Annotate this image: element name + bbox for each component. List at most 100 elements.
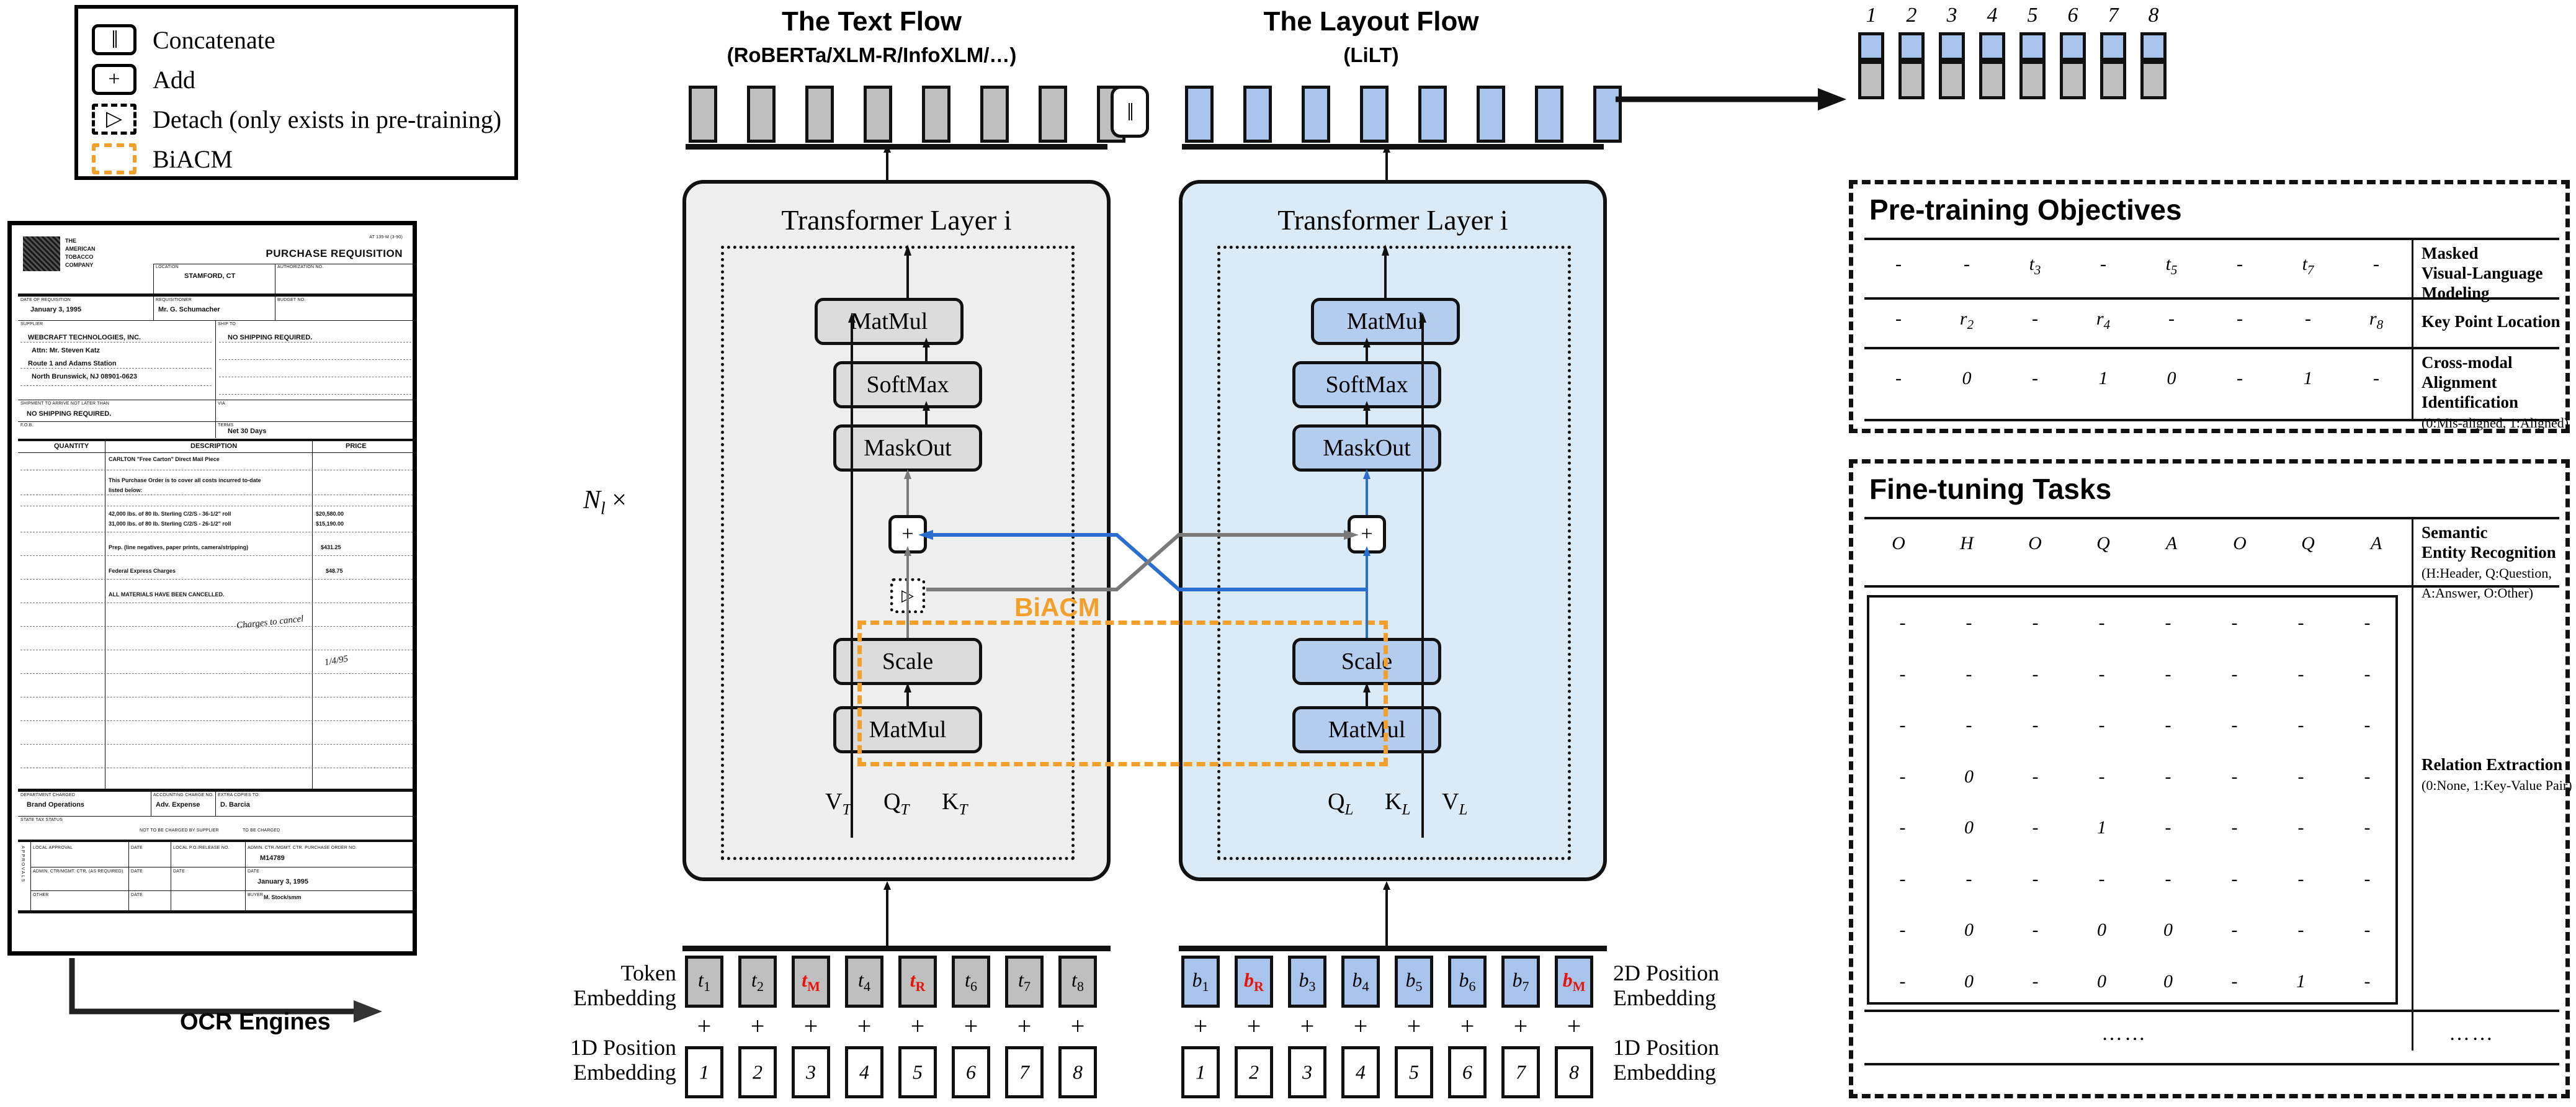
table-row-desc-5: Prep. (line negatives, paper prints, cam…	[109, 544, 249, 550]
re-cell: -	[1899, 868, 1906, 889]
biacm-icon	[92, 143, 136, 174]
layout-plus-sign: +	[1353, 1012, 1368, 1040]
re-cell: -	[2032, 817, 2039, 838]
re-cell: 0	[2097, 970, 2106, 992]
approval-right-2-label: DATE	[248, 869, 259, 874]
re-cell: -	[2032, 868, 2039, 889]
kpl-cell: -	[2237, 308, 2243, 329]
re-cell: -	[2165, 715, 2171, 736]
output-token-layout-part	[2060, 32, 2086, 61]
text-token-box-label: t8	[1071, 968, 1084, 995]
document-title: PURCHASE REQUISITION	[266, 248, 403, 259]
legend-item-biacm: BiACM	[92, 139, 514, 179]
re-cell: -	[2297, 766, 2304, 787]
re-cell: -	[2231, 766, 2238, 787]
concatenate-operator: ‖	[1111, 86, 1149, 138]
text-flow-title: The Text Flow	[781, 6, 962, 37]
company-line-3: TOBACCO	[65, 254, 94, 260]
layout-output-token	[1360, 86, 1389, 143]
label-ship-to: SHIP TO	[218, 322, 236, 326]
re-cell: 0	[1964, 766, 1974, 787]
pretraining-title: Pre-training Objectives	[1869, 194, 2182, 226]
table-row-desc-2: listed below:	[109, 487, 143, 493]
re-cell: -	[2364, 920, 2371, 941]
value-terms: Net 30 Days	[228, 428, 267, 435]
text-output-token	[864, 86, 892, 143]
label-state-tax-status: STATE TAX STATUS	[20, 818, 63, 822]
cmai-cell: -	[2237, 368, 2243, 388]
layout-plus-sign: +	[1460, 1012, 1475, 1040]
approval-row-1-date2: DATE	[173, 869, 185, 874]
kpl-cell: -	[2305, 308, 2311, 329]
value-accounting-charge-no: Adv. Expense	[156, 801, 200, 809]
re-name: Relation Extraction(0:None, 1:Key-Value …	[2422, 755, 2572, 793]
legend-item-add: + Add	[92, 60, 514, 99]
layout-flow-subtitle: (LiLT)	[1343, 43, 1399, 66]
layout-add-operator: +	[1348, 515, 1386, 554]
col-header-price: PRICE	[346, 442, 367, 450]
re-cell: 0	[1964, 920, 1974, 941]
layout-flow-output-bar	[1182, 144, 1604, 150]
output-token-text-part	[2060, 61, 2086, 99]
layout-plus-sign: +	[1300, 1012, 1315, 1040]
layout-flow-up-arrow	[1383, 144, 1390, 180]
kpl-name: Key Point Location	[2422, 312, 2560, 331]
cmai-cell: -	[2373, 368, 2379, 388]
approval-row-1-label: ADMIN. CTR/MGMT. CTR. (AS REQUIRED)	[33, 869, 123, 874]
mvlm-cell: -	[2237, 254, 2243, 274]
value-requisitioner: Mr. G. Schumacher	[158, 306, 220, 313]
label-accounting-charge-no: ACCOUNTING CHARGE NO.	[153, 793, 214, 797]
layout-position-box: 8	[1555, 1046, 1593, 1098]
layout-position-box-label: 5	[1409, 1060, 1419, 1083]
layout-k-label: KL	[1385, 789, 1411, 818]
kpl-cell: -	[1895, 308, 1902, 329]
approval-right-2-value: January 3, 1995	[257, 878, 308, 885]
approval-right-0-label: LOCAL P.O./RELEASE NO.	[173, 846, 230, 850]
ellipsis-left: ……	[2101, 1022, 2147, 1045]
re-cell: -	[2297, 612, 2304, 634]
label-terms: TERMS	[218, 423, 234, 428]
approval-right-1-value: M14789	[260, 854, 285, 862]
text-embed-arrow	[883, 881, 891, 948]
layout-embed-arrow	[1383, 881, 1390, 948]
re-cell: -	[2297, 868, 2304, 889]
table-row-desc-7: ALL MATERIALS HAVE BEEN CANCELLED.	[109, 591, 225, 598]
kpl-cell: -	[2168, 308, 2175, 329]
output-token-text-part	[1858, 61, 1884, 99]
text-position-box: 2	[738, 1046, 777, 1098]
layout-position-box: 1	[1181, 1046, 1220, 1098]
table-row-desc-0: CARLTON "Free Carton" Direct Mail Piece	[109, 456, 220, 462]
layout-position-box: 4	[1341, 1046, 1380, 1098]
text-token-box: tR	[898, 956, 937, 1008]
output-token-text-part	[1939, 61, 1965, 99]
concatenate-icon: ‖	[92, 24, 136, 55]
output-arrow	[1616, 88, 1846, 110]
text-position-box-label: 2	[753, 1060, 763, 1083]
layout-output-token	[1593, 86, 1622, 143]
layout-token-box-label: b5	[1405, 968, 1423, 995]
layout-embedding-bar	[1179, 946, 1607, 951]
ser-cell: O	[2028, 533, 2042, 554]
ser-cell: H	[1960, 533, 1974, 554]
text-output-token	[805, 86, 834, 143]
re-cell: -	[2231, 970, 2238, 992]
re-cell: -	[2297, 663, 2304, 684]
table-row-price-3: $20,580.00	[316, 511, 344, 517]
pretraining-objectives-panel: Pre-training Objectives --t3-t5-t7- -r2-…	[1849, 180, 2570, 433]
re-cell: -	[2231, 868, 2238, 889]
text-token-box-label: t2	[751, 968, 764, 995]
re-cell: -	[2032, 715, 2039, 736]
layout-token-box: b7	[1501, 956, 1540, 1008]
re-cell: -	[2032, 663, 2039, 684]
company-line-2: AMERICAN	[65, 246, 96, 252]
ellipsis-right: ……	[2449, 1022, 2495, 1045]
label-department-charged: DEPARTMENT CHARGED	[20, 793, 75, 797]
output-token-text-part	[1979, 61, 2005, 99]
value-department-charged: Brand Operations	[27, 801, 84, 809]
output-token-layout-part	[1939, 32, 1965, 61]
text-v-label: VT	[825, 789, 851, 818]
col-header-description: DESCRIPTION	[190, 442, 238, 450]
